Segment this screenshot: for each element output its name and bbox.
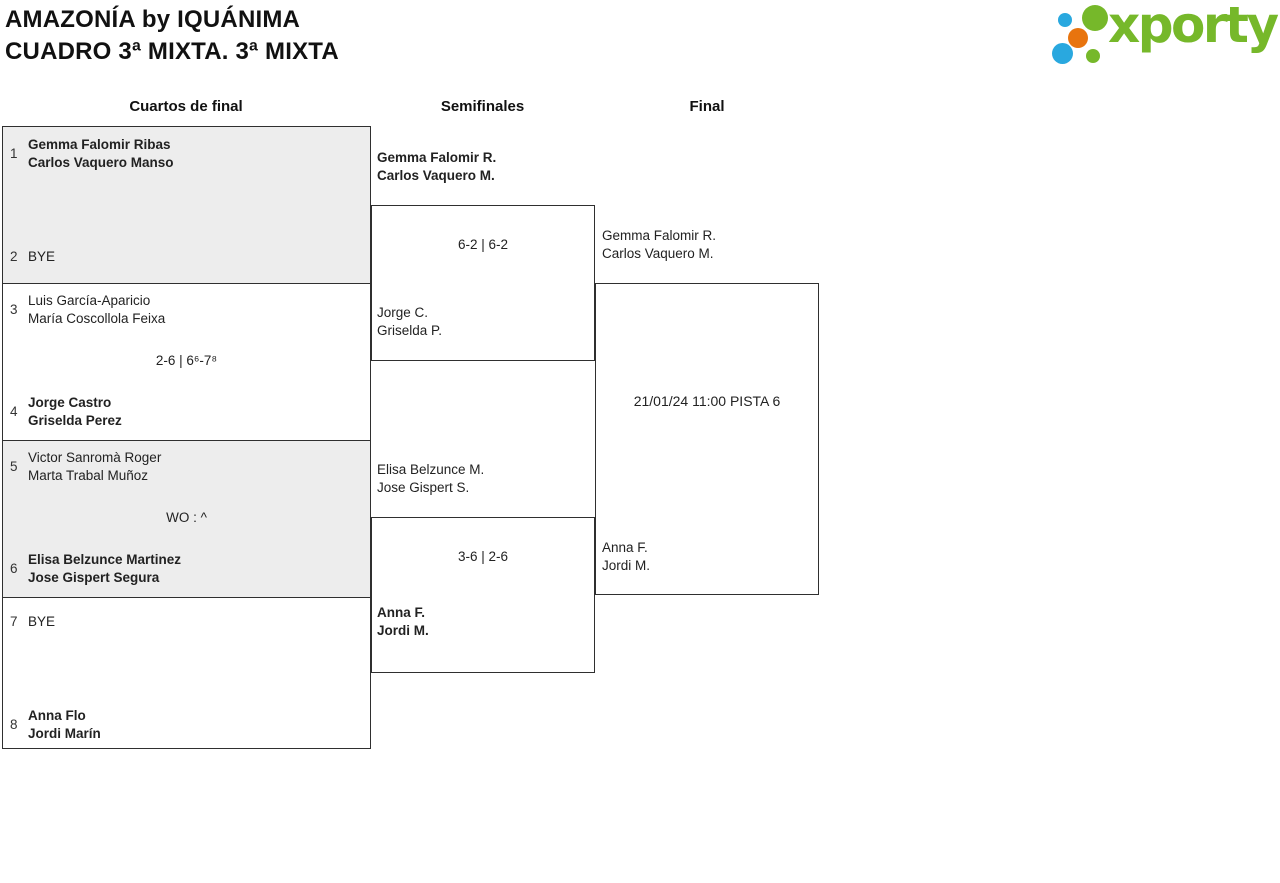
tournament-name: AMAZONÍA by IQUÁNIMA xyxy=(5,6,301,33)
sf2-team1: Elisa Belzunce M. Jose Gispert S. xyxy=(377,461,589,497)
team-names: Gemma Falomir R. Carlos Vaquero M. xyxy=(602,228,717,261)
seed-number: 8 xyxy=(10,717,18,732)
qf2-team2: 4 Jorge Castro Griselda Perez xyxy=(10,394,362,430)
final-schedule: 21/01/24 11:00 PISTA 6 xyxy=(633,393,781,409)
team-names: Jorge Castro Griselda Perez xyxy=(28,395,122,428)
seed-number: 6 xyxy=(10,561,18,576)
logo-dot-green-small xyxy=(1086,49,1100,63)
seed-number: 7 xyxy=(10,614,18,629)
sf2-team2: Anna F. Jordi M. xyxy=(377,604,589,640)
match-box-final xyxy=(595,283,819,595)
team-names: Gemma Falomir R. Carlos Vaquero M. xyxy=(377,150,497,183)
match-box-sf1 xyxy=(371,205,595,361)
match-box-sf2 xyxy=(371,517,595,673)
qf3-team2: 6 Elisa Belzunce Martinez Jose Gispert S… xyxy=(10,551,362,587)
match-box-qf1 xyxy=(2,126,371,284)
sf1-score: 6-2 | 6-2 xyxy=(457,237,509,252)
bracket-subtitle: CUADRO 3ª MIXTA. 3ª MIXTA xyxy=(5,38,339,65)
team-names: Anna F. Jordi M. xyxy=(377,605,429,638)
logo-dot-blue-small xyxy=(1058,13,1072,27)
match-box-qf4 xyxy=(2,597,371,749)
team-names: Elisa Belzunce Martinez Jose Gispert Seg… xyxy=(28,552,182,585)
qf3-score: WO : ^ xyxy=(166,510,207,525)
team-names: BYE xyxy=(28,249,56,264)
round-header-final: Final xyxy=(689,98,725,115)
final-team2: Anna F. Jordi M. xyxy=(602,539,814,575)
round-header-semifinales: Semifinales xyxy=(440,98,525,115)
team-names: Elisa Belzunce M. Jose Gispert S. xyxy=(377,462,485,495)
match-box-qf3 xyxy=(2,440,371,598)
page-title: AMAZONÍA by IQUÁNIMA CUADRO 3ª MIXTA. 3ª… xyxy=(5,4,705,68)
team-names: Anna Flo Jordi Marín xyxy=(28,708,101,741)
qf1-team2: 2 BYE xyxy=(10,248,362,266)
qf3-team1: 5 Victor Sanromà Roger Marta Trabal Muño… xyxy=(10,449,362,485)
team-names: Jorge C. Griselda P. xyxy=(377,305,443,338)
team-names: Victor Sanromà Roger Marta Trabal Muñoz xyxy=(28,450,162,483)
team-names: Gemma Falomir Ribas Carlos Vaquero Manso xyxy=(28,137,174,170)
logo-dot-green-large xyxy=(1082,5,1108,31)
sf1-team2: Jorge C. Griselda P. xyxy=(377,304,589,340)
sf1-team1: Gemma Falomir R. Carlos Vaquero M. xyxy=(377,149,589,185)
qf4-team1: 7 BYE xyxy=(10,613,362,631)
xporty-logo[interactable]: xporty xyxy=(1046,0,1279,70)
team-names: Luis García-Aparicio María Coscollola Fe… xyxy=(28,293,166,326)
qf4-team2: 8 Anna Flo Jordi Marín xyxy=(10,707,362,743)
seed-number: 5 xyxy=(10,459,18,474)
round-header-cuartos: Cuartos de final xyxy=(129,98,243,115)
seed-number: 2 xyxy=(10,249,18,264)
seed-number: 3 xyxy=(10,302,18,317)
logo-dot-orange xyxy=(1068,28,1088,48)
seed-number: 4 xyxy=(10,404,18,419)
qf1-team1: 1 Gemma Falomir Ribas Carlos Vaquero Man… xyxy=(10,136,362,172)
qf2-score: 2-6 | 6⁶-7⁸ xyxy=(155,353,218,368)
seed-number: 1 xyxy=(10,146,18,161)
logo-dot-blue-large xyxy=(1052,43,1073,64)
final-team1: Gemma Falomir R. Carlos Vaquero M. xyxy=(602,227,814,263)
team-names: BYE xyxy=(28,614,56,629)
sf2-score: 3-6 | 2-6 xyxy=(457,549,509,564)
team-names: Anna F. Jordi M. xyxy=(602,540,651,573)
qf2-team1: 3 Luis García-Aparicio María Coscollola … xyxy=(10,292,362,328)
xporty-wordmark: xporty xyxy=(1108,0,1279,54)
